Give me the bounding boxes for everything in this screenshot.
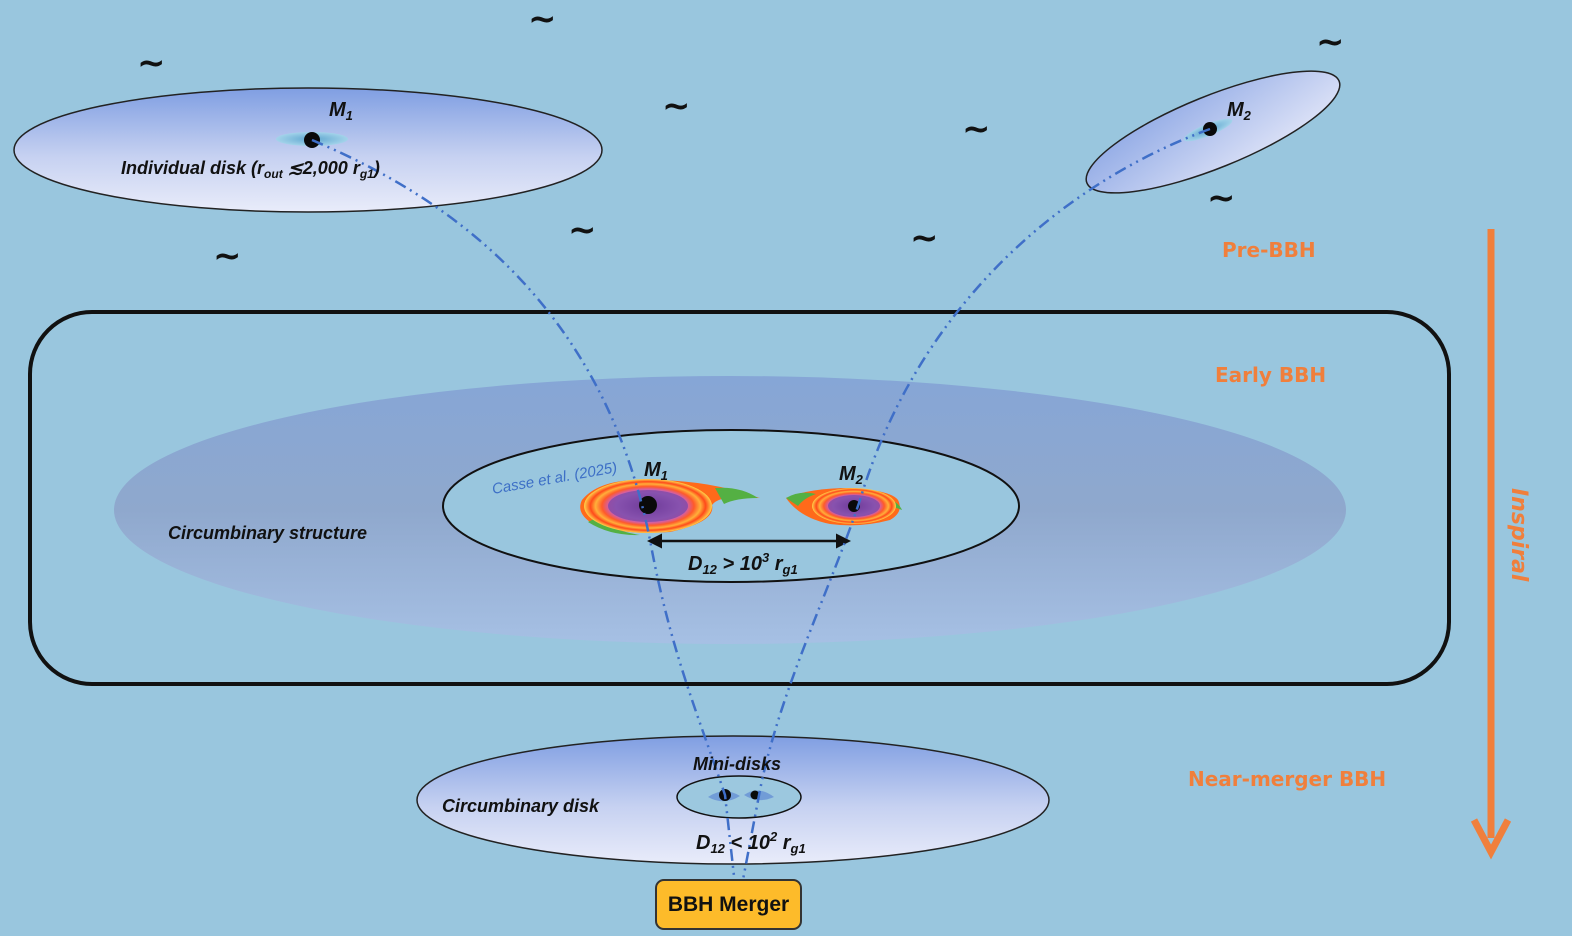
m1-simulation-image xyxy=(580,479,760,536)
gw-squiggle-6: ~ xyxy=(568,210,597,250)
m1-trajectory xyxy=(311,138,737,886)
circumbinary-structure-label: Circumbinary structure xyxy=(168,523,367,543)
m2-trajectory xyxy=(740,127,1211,886)
m1-mid-label: M1 xyxy=(644,459,668,483)
m2-top-label: M2 xyxy=(1227,99,1252,123)
gw-squiggle-1: ~ xyxy=(137,43,166,83)
early-bbh-frame xyxy=(28,310,1451,686)
inspiral-arrow-head xyxy=(1470,818,1512,860)
circumbinary-disk-label: Circumbinary disk xyxy=(442,796,600,816)
stage-early-bbh: Early BBH xyxy=(1215,363,1326,387)
mini-disks-cavity xyxy=(676,775,802,819)
individual-disk-label: Individual disk (rout ≲2,000 rg1) xyxy=(121,158,380,181)
d12-far-label: D12 > 103 rg1 xyxy=(688,550,798,577)
gw-squiggle-5: ~ xyxy=(1316,22,1345,62)
gw-squiggle-2: ~ xyxy=(528,0,557,39)
m2-simulation-image xyxy=(786,488,902,526)
stage-pre-bbh: Pre-BBH xyxy=(1222,238,1316,262)
stage-near-merger-bbh: Near-merger BBH xyxy=(1188,767,1386,791)
inspiral-label: Inspiral xyxy=(1506,488,1531,582)
gw-squiggle-4: ~ xyxy=(962,109,991,149)
m2-mid-label: M2 xyxy=(839,463,864,487)
gw-squiggle-9: ~ xyxy=(1207,178,1236,218)
individual-disk-m1 xyxy=(13,87,603,213)
d12-near-label: D12 < 102 rg1 xyxy=(696,829,806,856)
gw-squiggle-3: ~ xyxy=(662,86,691,126)
inner-cavity-ellipse xyxy=(442,429,1020,583)
m2-black-hole-near xyxy=(750,790,760,800)
gw-squiggle-7: ~ xyxy=(213,236,242,276)
m1-top-label: M1 xyxy=(329,99,353,123)
mini-disks-label: Mini-disks xyxy=(693,754,781,774)
bbh-merger-box: BBH Merger xyxy=(655,879,802,930)
gw-squiggle-8: ~ xyxy=(910,218,939,258)
